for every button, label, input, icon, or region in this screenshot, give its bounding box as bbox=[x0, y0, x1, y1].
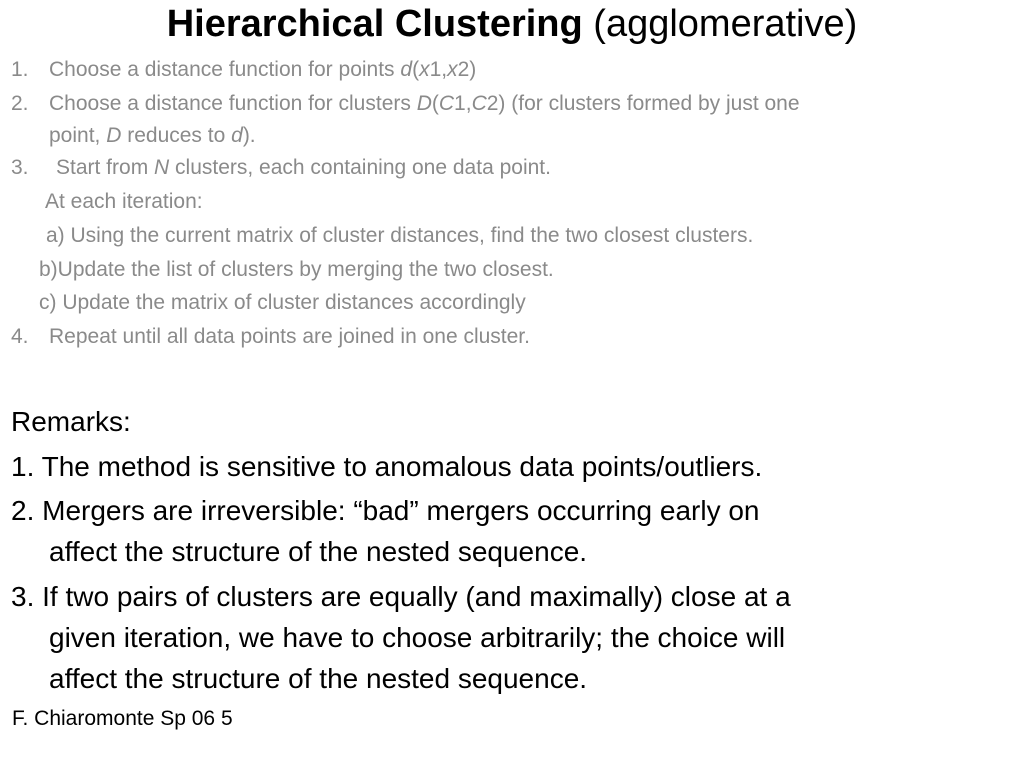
substep-b: b)Update the list of clusters by merging… bbox=[39, 258, 554, 281]
step-2-cont-mid: reduces to bbox=[121, 124, 232, 147]
remark-3-line-3: affect the structure of the nested seque… bbox=[49, 663, 588, 694]
step-2-continuation: point, D reduces to d). bbox=[49, 124, 256, 148]
step-1-func: d bbox=[400, 58, 413, 81]
step-2-label: Choose a distance function for clusters bbox=[49, 92, 417, 115]
remark-3-line-1: 3. If two pairs of clusters are equally … bbox=[11, 581, 791, 612]
step-1-label: Choose a distance function for points bbox=[49, 58, 401, 81]
step-4-number: 4. bbox=[11, 325, 29, 348]
step-2-paren-close: 2) (for clusters formed by just one bbox=[486, 92, 800, 115]
title-main: Hierarchical Clustering bbox=[166, 3, 583, 45]
slide-title: Hierarchical Clustering (agglomerative) bbox=[0, 2, 1024, 46]
step-2-text: Choose a distance function for clusters … bbox=[49, 92, 800, 116]
step-2-func: D bbox=[416, 92, 432, 115]
step-2-paren-open: ( bbox=[431, 92, 439, 115]
step-2-sep: 1, bbox=[454, 92, 472, 115]
step-3-number: 3. bbox=[11, 156, 29, 179]
step-1-arg-b: x bbox=[447, 58, 458, 81]
step-1-paren-open: ( bbox=[412, 58, 420, 81]
iteration-heading: At each iteration: bbox=[45, 190, 203, 213]
substep-a: a) Using the current matrix of cluster d… bbox=[46, 224, 754, 247]
substep-c: c) Update the matrix of cluster distance… bbox=[39, 291, 526, 314]
remark-3-line-2: given iteration, we have to choose arbit… bbox=[49, 622, 786, 653]
step-3-text: Start from N clusters, each containing o… bbox=[56, 156, 551, 180]
step-2-arg-b: C bbox=[471, 92, 487, 115]
step-2-arg-a: C bbox=[438, 92, 455, 115]
footer-credit: F. Chiaromonte Sp 06 5 bbox=[12, 707, 233, 730]
step-1-paren-close: 2) bbox=[457, 58, 477, 81]
remarks-heading: Remarks: bbox=[11, 406, 131, 437]
remark-2-line-2: affect the structure of the nested seque… bbox=[49, 536, 588, 567]
step-1-text: Choose a distance function for points d(… bbox=[49, 58, 476, 82]
title-sub: (agglomerative) bbox=[582, 3, 858, 45]
step-2-cont-D: D bbox=[106, 124, 122, 147]
step-2-number: 2. bbox=[11, 92, 29, 115]
step-1-number: 1. bbox=[11, 58, 29, 81]
step-3-N: N bbox=[154, 156, 170, 179]
step-3-pre: Start from bbox=[56, 156, 155, 179]
step-2-cont-end: ). bbox=[242, 124, 256, 147]
step-4-text: Repeat until all data points are joined … bbox=[49, 325, 530, 348]
step-1-arg-a: x bbox=[419, 58, 430, 81]
step-2-cont-d: d bbox=[231, 124, 243, 147]
step-2-cont-pre: point, bbox=[49, 124, 107, 147]
remark-1: 1. The method is sensitive to anomalous … bbox=[11, 451, 763, 482]
step-3-post: clusters, each containing one data point… bbox=[169, 156, 551, 179]
remark-2-line-1: 2. Mergers are irreversible: “bad” merge… bbox=[11, 495, 760, 526]
step-1-sep: 1, bbox=[429, 58, 448, 81]
